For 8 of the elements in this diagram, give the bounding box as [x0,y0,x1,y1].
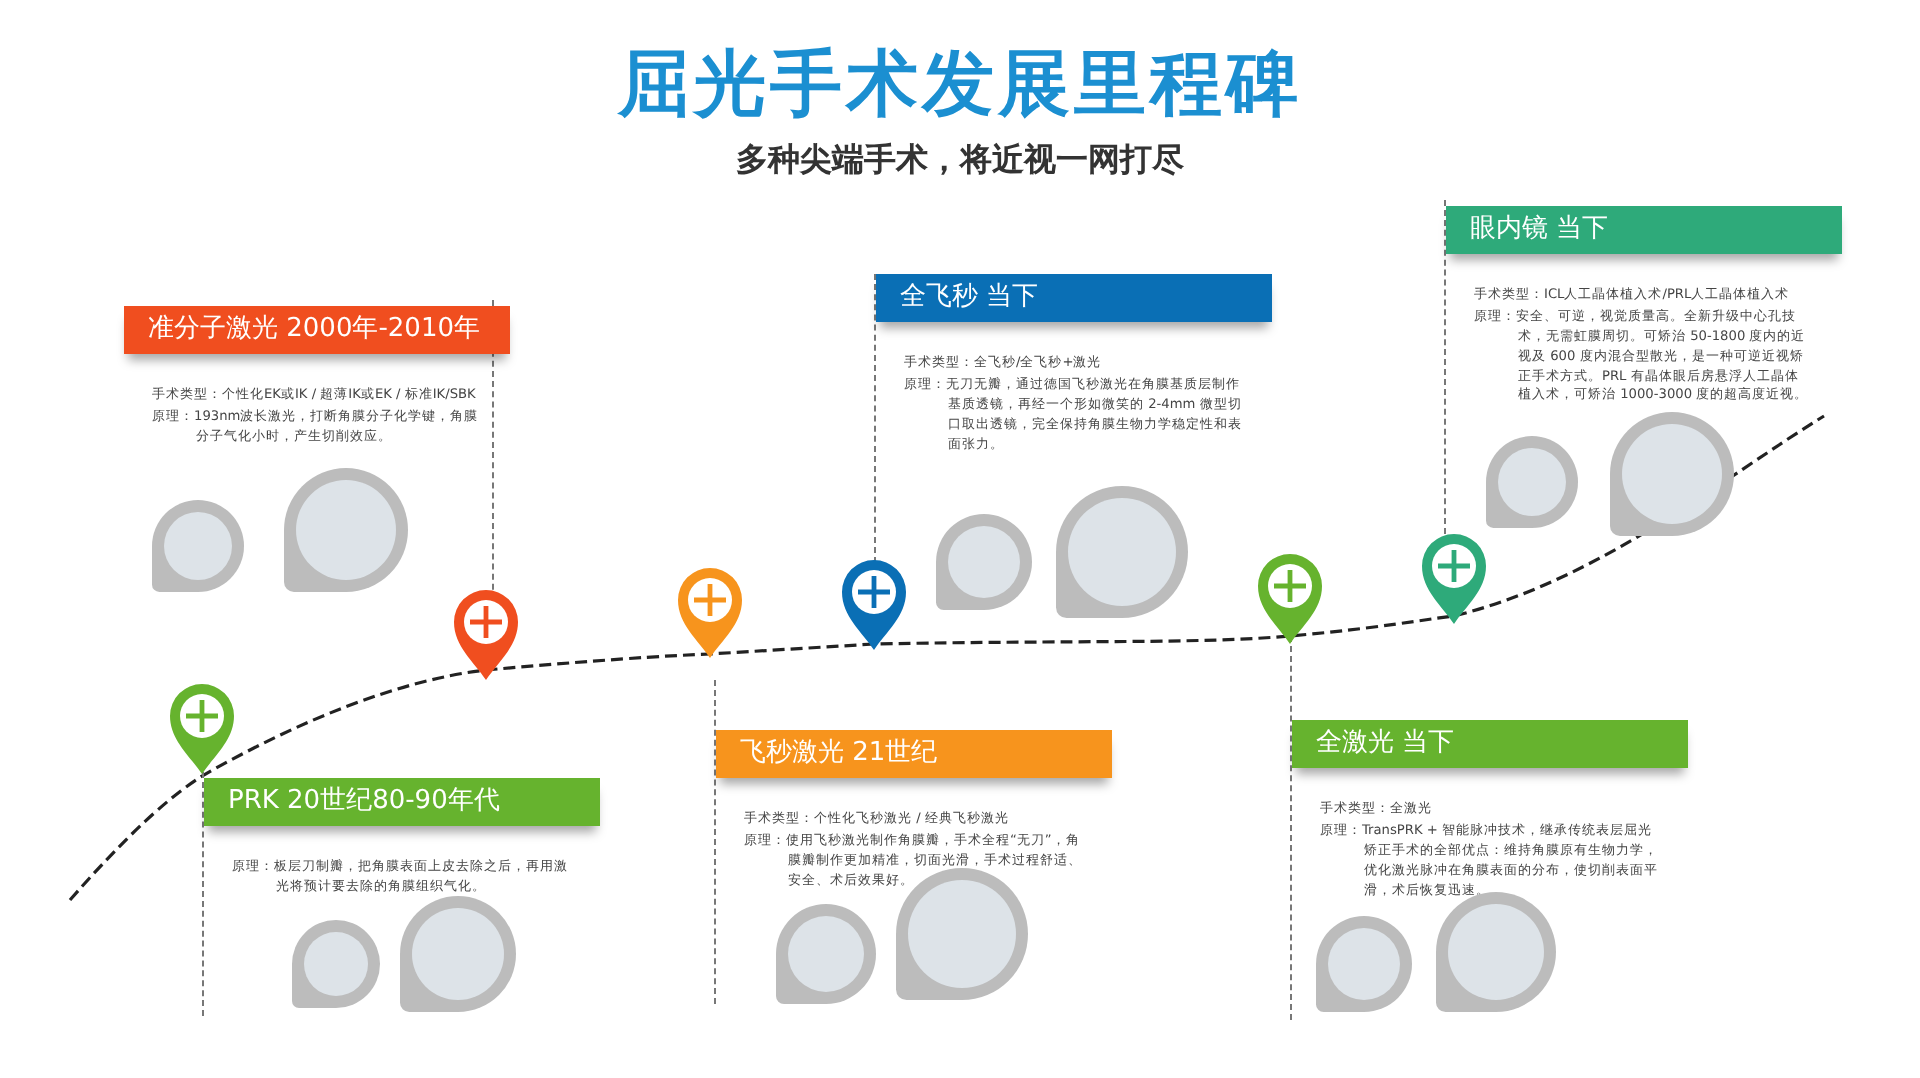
milestone-heading: 准分子激光 2000年-2010年 [124,306,510,354]
subtitle: 多种尖端手术，将近视一网打尽 [736,140,1184,178]
milestone-heading: 飞秒激光 21世纪 [716,730,1112,778]
milestone-heading: 全激光 当下 [1292,720,1688,768]
milestone-heading: 眼内镜 当下 [1446,206,1842,254]
milestone-heading: 全飞秒 当下 [876,274,1272,322]
milestone-heading: PRK 20世纪80-90年代 [204,778,600,826]
title: 屈光手术发展里程碑 [618,44,1302,126]
